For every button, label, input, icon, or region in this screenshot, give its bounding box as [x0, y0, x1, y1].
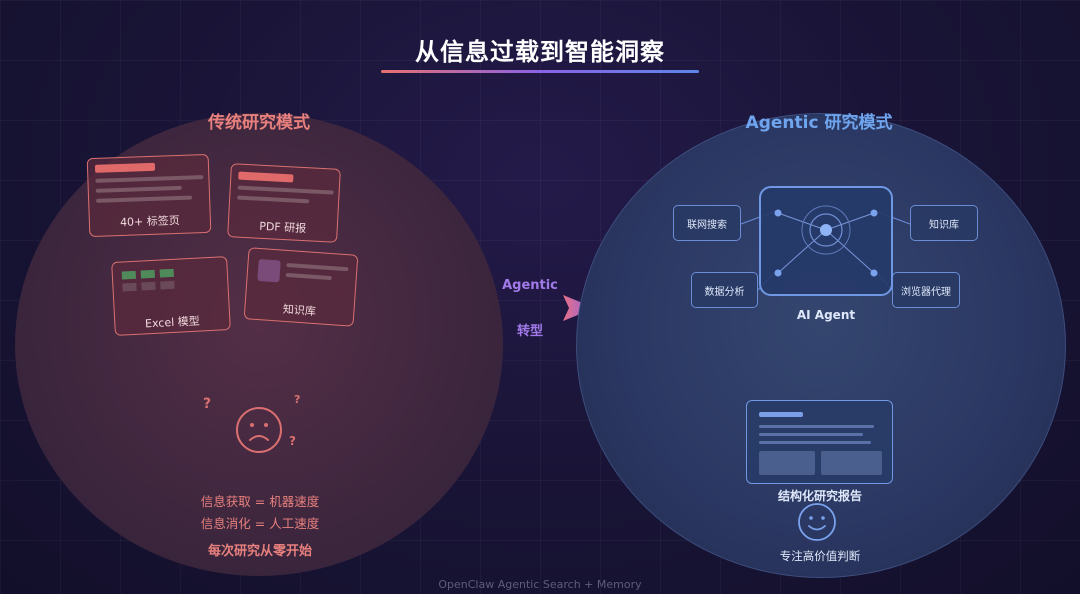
browser-agent-node: 浏览器代理: [892, 272, 960, 308]
info-acquisition-text: 信息获取 = 机器速度: [200, 494, 320, 509]
ai-agent-box: [759, 186, 893, 296]
question-mark-icon: ?: [203, 396, 212, 412]
info-digestion-text: 信息消化 = 人工速度: [200, 516, 320, 531]
data-analysis-node: 数据分析: [691, 272, 758, 308]
focus-label: 专注高价值判断: [779, 549, 861, 563]
traditional-mode-heading: 传统研究模式: [208, 113, 310, 133]
footer-text: OpenClaw Agentic Search + Memory: [438, 578, 642, 591]
agent-core-icon: [774, 205, 878, 277]
question-mark-icon: ?: [294, 393, 301, 406]
transition-label-top: Agentic: [502, 278, 558, 293]
agentic-mode-heading: Agentic 研究模式: [745, 113, 893, 133]
restart-research-text: 每次研究从零开始: [207, 544, 312, 559]
question-mark-icon: ?: [289, 434, 296, 448]
web-search-node: 联网搜索: [673, 205, 741, 241]
page-title: 从信息过载到智能洞察: [415, 38, 665, 66]
report-label: 结构化研究报告: [777, 489, 862, 503]
knowledge-base-node: 知识库: [910, 205, 978, 241]
sad-face-icon: [236, 407, 282, 453]
happy-face-icon: [798, 503, 836, 541]
report-card: [746, 400, 893, 484]
transition-label-bottom: 转型: [516, 324, 543, 339]
title-underline: [381, 70, 699, 73]
ai-agent-label: AI Agent: [796, 308, 856, 322]
